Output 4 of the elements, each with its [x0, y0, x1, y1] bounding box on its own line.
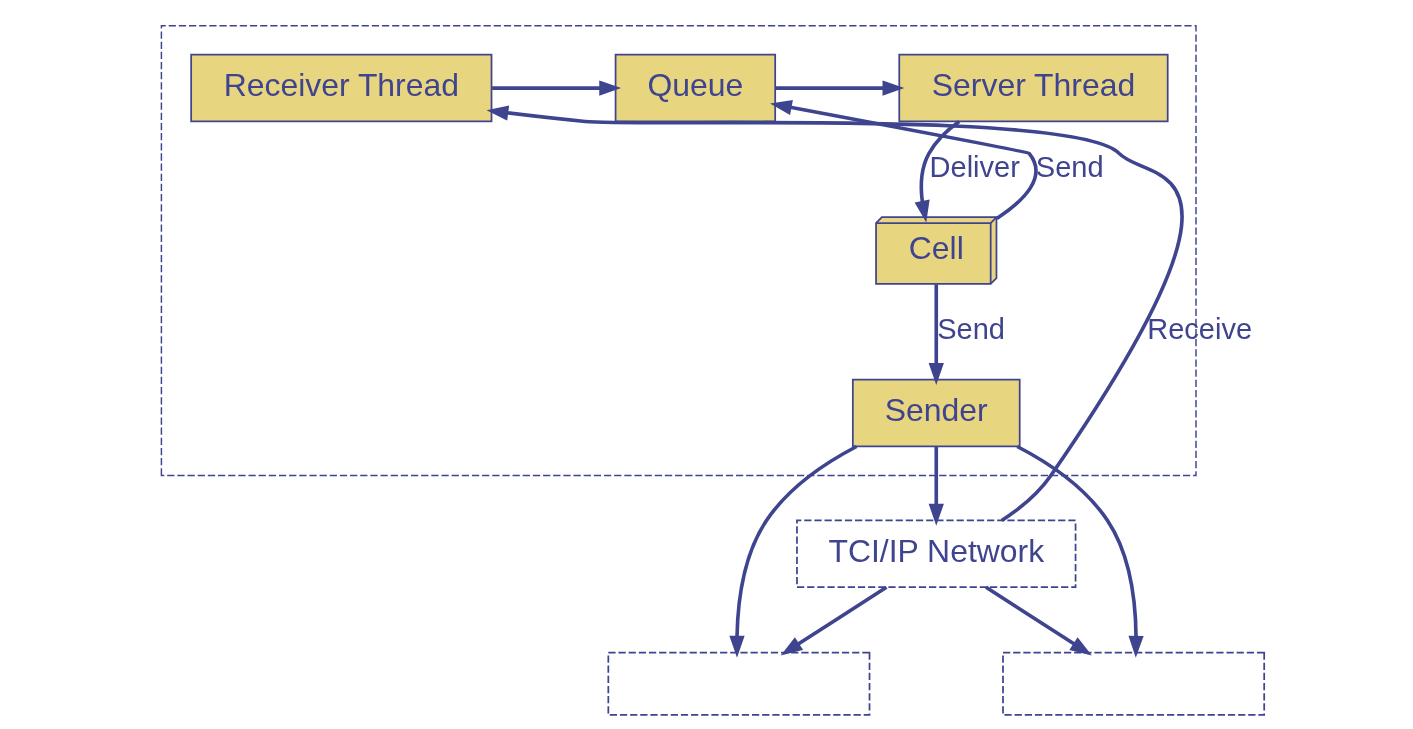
edge-label: Send	[936, 313, 1005, 346]
edge-label: Send	[1035, 150, 1104, 183]
edge-label: Receive	[1146, 313, 1252, 346]
edge-label: Deliver	[929, 150, 1020, 183]
